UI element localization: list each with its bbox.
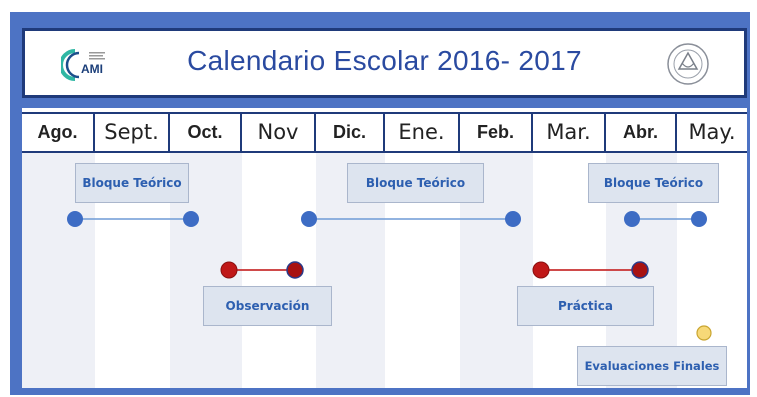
theory-start-dot — [67, 211, 83, 227]
month-label: Mar. — [533, 114, 606, 151]
month-label: Nov — [242, 114, 316, 151]
month-label: Dic. — [316, 114, 385, 151]
observation-end-dot — [286, 261, 304, 279]
finals-label: Evaluaciones Finales — [577, 346, 727, 386]
month-label: Feb. — [460, 114, 533, 151]
finals-dot — [696, 325, 712, 341]
theory-end-dot — [505, 211, 521, 227]
theory-start-dot — [301, 211, 317, 227]
theory-block-label: Bloque Teórico — [347, 163, 484, 203]
observation-label: Observación — [203, 286, 332, 326]
school-seal-icon — [665, 41, 711, 87]
month-label: Oct. — [170, 114, 242, 151]
month-label: Ago. — [22, 114, 95, 151]
calendar-header: AMI Calendario Escolar 2016- 2017 — [22, 28, 747, 98]
theory-block-label: Bloque Teórico — [75, 163, 189, 203]
theory-end-dot — [691, 211, 707, 227]
practice-label: Práctica — [517, 286, 654, 326]
practice-start-dot — [532, 261, 550, 279]
month-label: Abr. — [606, 114, 677, 151]
theory-block-label: Bloque Teórico — [588, 163, 719, 203]
theory-start-dot — [624, 211, 640, 227]
page-title: Calendario Escolar 2016- 2017 — [187, 45, 582, 76]
month-label: Sept. — [95, 114, 170, 151]
months-row: Ago. Sept. Oct. Nov Dic. Ene. Feb. Mar. … — [22, 112, 747, 153]
practice-end-dot — [631, 261, 649, 279]
month-label: Ene. — [385, 114, 460, 151]
observation-start-dot — [220, 261, 238, 279]
logo-text: AMI — [81, 62, 103, 76]
ami-logo: AMI — [59, 47, 119, 83]
theory-end-dot — [183, 211, 199, 227]
month-label: May. — [688, 120, 736, 144]
